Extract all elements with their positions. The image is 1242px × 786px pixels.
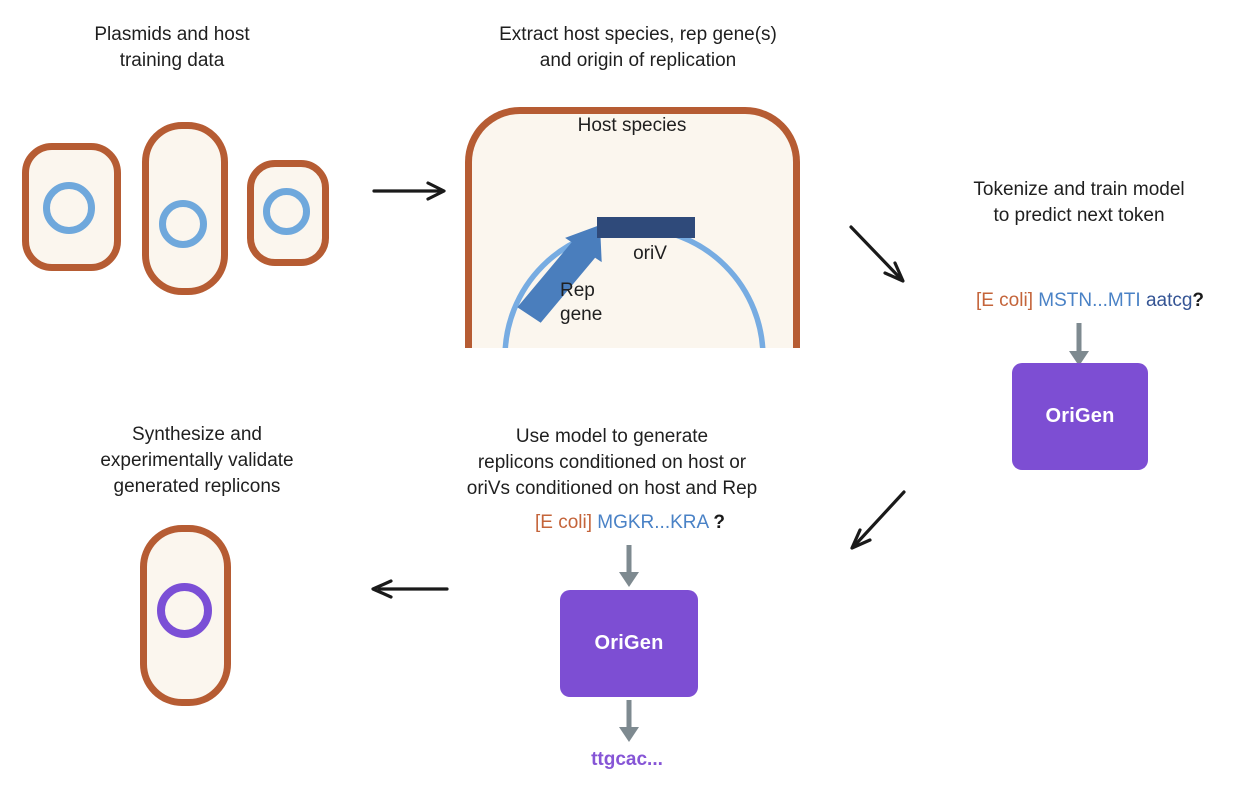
prompt-query-token: ? [1192,290,1205,311]
origen-model-box-train: OriGen [1012,363,1148,470]
arrow-right-icon [372,181,446,201]
origen-model-label: OriGen [594,632,664,654]
arrow-left-icon [371,579,449,599]
training-data-title: Plasmids and host training data [94,24,250,71]
prompt-host-token: [E coli] [534,512,592,533]
plasmid-ring-icon [43,182,95,234]
plasmid-ring-icon [159,200,207,248]
tokenize-title: Tokenize and train model to predict next… [973,179,1185,226]
validate-title: Synthesize and experimentally validate g… [100,424,294,497]
generated-plasmid-ring-icon [157,583,212,638]
generated-sequence-output: ttgcac... [591,749,663,770]
arrow-down-icon [1069,323,1089,366]
arrow-down-left-icon [850,490,906,550]
prompt-protein-token: MGKR...KRA [597,512,709,533]
rep-gene-label: Rep gene [560,280,603,325]
prompt-host-token: [E coli] [975,290,1033,311]
arrow-down-icon [619,700,639,742]
oriv-label: oriV [633,243,667,264]
training-prompt: [E coli] MSTN...MTI aatcg? [940,289,1240,313]
rep-gene-arrow-icon [517,225,602,323]
arrow-down-icon [619,545,639,587]
origen-model-label: OriGen [1045,405,1115,427]
host-species-label: Host species [577,115,687,136]
generation-prompt: [E coli] MGKR...KRA ? [480,511,780,535]
host-cell-small-1 [22,143,121,271]
prompt-protein-token: MSTN...MTI [1038,290,1141,311]
extract-title: Extract host species, rep gene(s) and or… [499,24,777,71]
plasmid-ring-icon [263,188,310,235]
prompt-query-token: ? [713,512,726,533]
prompt-dna-token: aatcg [1145,290,1193,311]
plasmid-map-graphic [502,217,766,348]
generate-title: Use model to generate replicons conditio… [466,426,758,499]
origen-model-box-generate: OriGen [560,590,698,697]
arrow-down-right-icon [849,225,905,283]
oriv-segment-icon [597,217,695,238]
